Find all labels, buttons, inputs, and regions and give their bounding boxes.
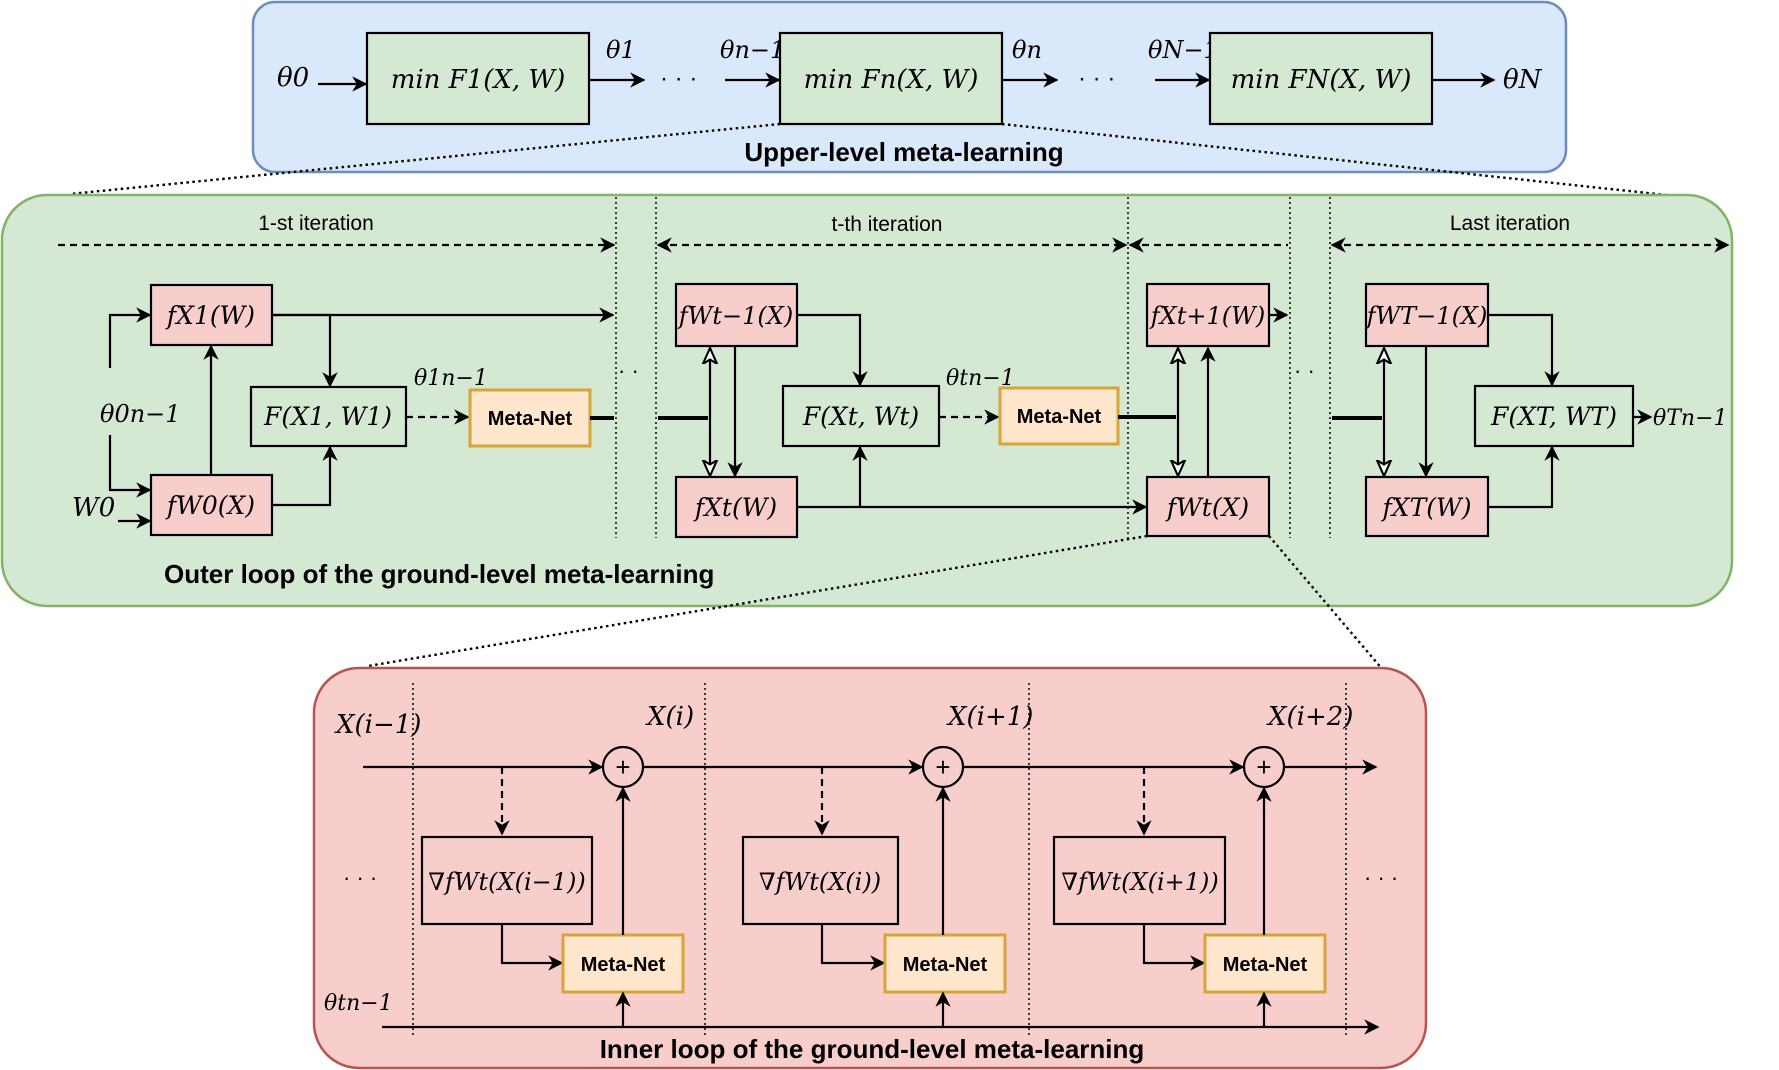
upper-box-n-label: min Fn(X, W) bbox=[804, 65, 979, 95]
meta-net-outer-t bbox=[998, 386, 1120, 446]
inner-dots-left: · · · bbox=[343, 865, 377, 890]
box-f-w0 bbox=[149, 473, 274, 537]
box-f-xt1 bbox=[1145, 282, 1271, 348]
upper-box-n bbox=[778, 31, 1004, 126]
upper-box-1-label: min F1(X, W) bbox=[391, 65, 566, 95]
box-f-wt-label: fWt(X) bbox=[1165, 493, 1249, 522]
box-f-wT-1-label: fWT−1(X) bbox=[1365, 302, 1488, 330]
outer-theta-init: θ0n−1 bbox=[100, 400, 181, 428]
grad-box-2 bbox=[741, 835, 900, 926]
zoom-line-right bbox=[1001, 122, 1686, 199]
box-f-wt-1-label: fWt−1(X) bbox=[677, 302, 793, 330]
box-f-xt1-label: fXt+1(W) bbox=[1149, 302, 1265, 330]
upper-dots-1: · · · bbox=[660, 65, 697, 92]
box-f-xT-label: fXT(W) bbox=[1381, 493, 1472, 522]
box-F1-label: F(X1, W1) bbox=[263, 402, 392, 431]
meta-net-outer-1-label: Meta-Net bbox=[488, 408, 573, 430]
box-f-xT bbox=[1364, 475, 1490, 538]
iteration-t-label: t-th iteration bbox=[832, 213, 943, 236]
outer-theta-1: θ1n−1 bbox=[414, 366, 488, 391]
box-f-x1-label: fX1(W) bbox=[165, 301, 255, 330]
grad-box-3 bbox=[1052, 835, 1227, 926]
meta-net-inner-1-label: Meta-Net bbox=[581, 954, 666, 976]
outer-theta-T: θTn−1 bbox=[1653, 406, 1728, 431]
upper-theta-0: θ0 bbox=[277, 63, 309, 93]
iteration-last-label: Last iteration bbox=[1450, 212, 1570, 235]
inner-theta-t: θtn−1 bbox=[324, 991, 393, 1016]
upper-theta-N-minus-1: θN−1 bbox=[1148, 36, 1219, 64]
upper-level-panel: θ0 min F1(X, W) θ1 · · · θn−1 min Fn(X, … bbox=[251, 0, 1568, 174]
upper-level-title: Upper-level meta-learning bbox=[744, 137, 1063, 167]
grad-box-2-label: ∇fWt(X(i)) bbox=[759, 868, 881, 896]
box-f-xt bbox=[674, 475, 799, 539]
upper-theta-1: θ1 bbox=[606, 36, 636, 64]
upper-box-N-label: min FN(X, W) bbox=[1231, 65, 1412, 95]
grad-box-1-label: ∇fWt(X(i−1)) bbox=[428, 868, 586, 896]
zoom-line-left bbox=[69, 122, 781, 196]
inner-x-i-plus-2: X(i+2) bbox=[1266, 702, 1353, 732]
upper-dots-2: · · · bbox=[1078, 65, 1115, 92]
grad-box-1 bbox=[420, 835, 594, 926]
box-f-w0-label: fW0(X) bbox=[165, 491, 255, 520]
box-Ft-label: F(Xt, Wt) bbox=[802, 402, 919, 431]
outer-loop-title: Outer loop of the ground-level meta-lear… bbox=[164, 559, 714, 589]
box-f-wt-1 bbox=[674, 282, 799, 348]
inner-loop-title: Inner loop of the ground-level meta-lear… bbox=[600, 1034, 1145, 1064]
inner-dots-right: · · · bbox=[1364, 865, 1398, 890]
box-f-wt bbox=[1145, 475, 1271, 538]
upper-box-1 bbox=[365, 31, 591, 126]
iteration-first-label: 1-st iteration bbox=[258, 212, 374, 235]
upper-theta-n-minus-1: θn−1 bbox=[720, 36, 785, 64]
meta-net-inner-2-label: Meta-Net bbox=[903, 954, 988, 976]
meta-net-inner-3-label: Meta-Net bbox=[1223, 954, 1308, 976]
inner-loop-panel: X(i−1) X(i) X(i+1) X(i+2) + + + · · · · … bbox=[312, 666, 1428, 1070]
outer-loop-panel: 1-st iteration t-th iteration Last itera… bbox=[0, 193, 1734, 608]
inner-x-i-plus-1: X(i+1) bbox=[946, 702, 1033, 732]
outer-dots-2: · · bbox=[1294, 358, 1315, 383]
sum-node-3-label: + bbox=[1256, 752, 1271, 782]
box-FT-label: F(XT, WT) bbox=[1490, 402, 1617, 431]
upper-theta-n: θn bbox=[1012, 36, 1042, 64]
grad-box-3-label: ∇fWt(X(i+1)) bbox=[1061, 868, 1219, 896]
upper-box-N bbox=[1208, 31, 1434, 126]
outer-w0: W0 bbox=[72, 493, 115, 523]
box-f-xt-label: fXt(W) bbox=[693, 493, 777, 522]
meta-net-outer-1 bbox=[468, 388, 592, 448]
meta-net-outer-t-label: Meta-Net bbox=[1017, 406, 1102, 428]
sum-node-1-label: + bbox=[615, 752, 630, 782]
inner-x-i-minus-1: X(i−1) bbox=[334, 710, 421, 740]
outer-dots-1: · · bbox=[618, 358, 639, 383]
box-f-wT-1 bbox=[1364, 282, 1490, 348]
upper-theta-N: θN bbox=[1503, 65, 1543, 95]
sum-node-2-label: + bbox=[935, 752, 950, 782]
inner-x-i: X(i) bbox=[645, 702, 694, 732]
meta-net-inner-1 bbox=[561, 933, 685, 994]
